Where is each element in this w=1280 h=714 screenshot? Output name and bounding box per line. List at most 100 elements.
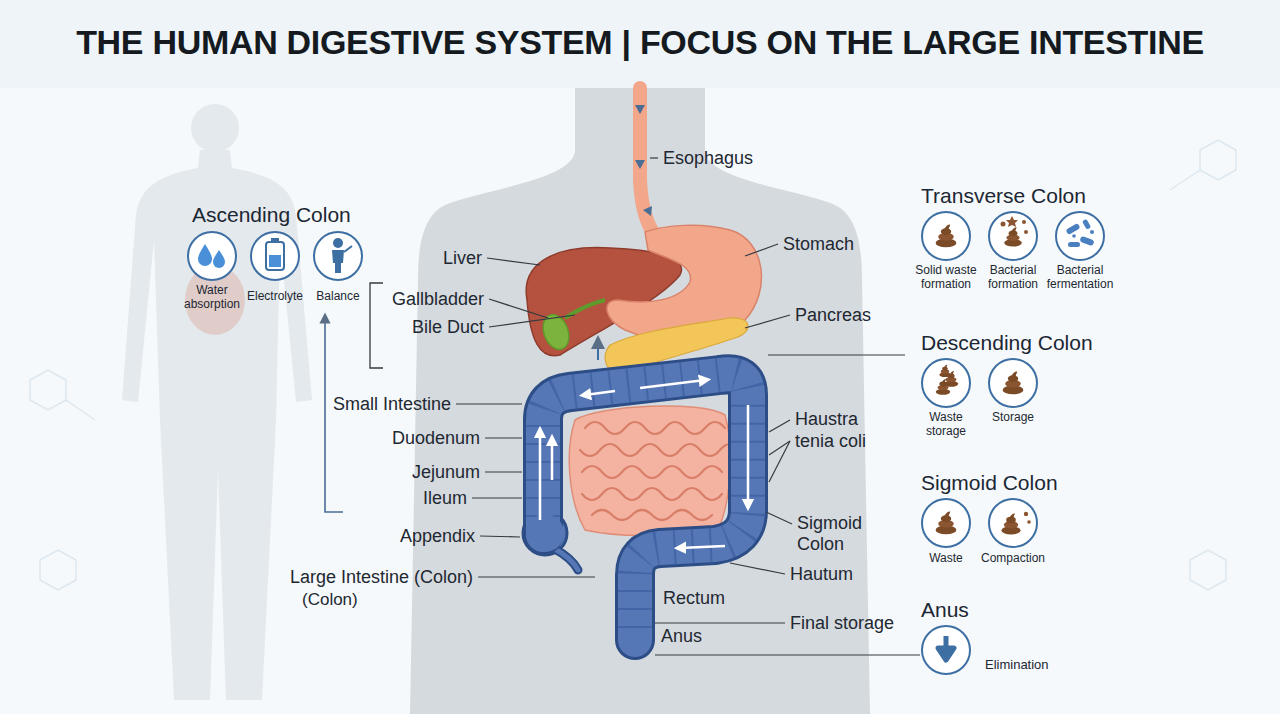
- icon-caption: Solid waste formation: [907, 264, 985, 292]
- icon-caption: Elimination: [985, 658, 1049, 673]
- part-label: Rectum: [663, 588, 725, 609]
- waste-icon: [1004, 227, 1022, 246]
- part-label: (Colon): [302, 590, 358, 610]
- drawing-part: [635, 160, 645, 169]
- ascending-arrow: [325, 318, 343, 512]
- drawing-part: [922, 212, 970, 260]
- part-label: Hautum: [790, 564, 853, 585]
- drawing-part: [543, 374, 748, 640]
- drawing-part: [643, 206, 652, 216]
- part-label: Liver: [443, 248, 482, 269]
- small-intestine: [569, 406, 730, 536]
- drawing-part: [40, 550, 76, 590]
- drawing-part: [1190, 550, 1226, 590]
- drawing-part: [1200, 140, 1236, 180]
- drawing-part: [122, 150, 312, 700]
- drawing-part: [1022, 220, 1026, 224]
- drawing-part: [551, 440, 554, 480]
- drawing-part: [769, 420, 790, 432]
- drawing-part: [650, 157, 658, 158]
- drawing-part: [1079, 236, 1094, 246]
- waste-icon: [1001, 513, 1020, 534]
- drawing-part: [766, 512, 792, 524]
- part-label: Jejunum: [412, 462, 480, 483]
- drawing-part: [489, 315, 575, 327]
- drawing-part: [592, 510, 712, 520]
- drawing-part: [922, 499, 970, 547]
- leader-lines: [456, 158, 920, 655]
- icon-caption: Water absorption: [176, 284, 248, 312]
- drawing-part: [582, 488, 722, 500]
- large-intestine: [523, 374, 748, 640]
- drawing-part: [539, 432, 542, 520]
- drawing-part: [1065, 223, 1080, 235]
- bracket: [370, 283, 383, 368]
- waste-icon: [1003, 372, 1024, 395]
- waste-icon: [936, 512, 957, 535]
- title-bar: [0, 0, 1280, 88]
- drawing-part: [1090, 230, 1094, 234]
- drawing-part: [480, 536, 520, 537]
- drawing-part: [66, 400, 95, 420]
- section-heading: Anus: [921, 598, 969, 622]
- drawing-part: [333, 238, 343, 248]
- drawing-part: [344, 246, 352, 252]
- icon-caption: Compaction: [978, 552, 1048, 566]
- icon-caption: Bacterial formation: [983, 264, 1043, 292]
- part-label: Pancreas: [795, 305, 871, 326]
- flow-arrows: [635, 105, 652, 216]
- battery-icon: [266, 238, 284, 270]
- drawing-part: [582, 466, 722, 478]
- part-label: tenia coli: [795, 431, 866, 452]
- drawing-part: [1068, 242, 1080, 247]
- drawing-part: [271, 238, 279, 242]
- drawing-part: [487, 258, 540, 265]
- drawing-part: [1006, 216, 1018, 227]
- drawing-part: [370, 283, 383, 368]
- drawing-part: [213, 250, 225, 268]
- bacteria-icon: [1001, 216, 1029, 234]
- part-label: Duodenum: [392, 428, 480, 449]
- part-label: Bile Duct: [412, 317, 484, 338]
- drawing-part: [745, 244, 778, 256]
- drawing-part: [553, 548, 578, 570]
- drawing-part: [553, 548, 578, 570]
- bacteria-icon: [1065, 219, 1094, 247]
- icon-circles: [188, 212, 1104, 674]
- drawing-part: [747, 405, 750, 505]
- drawing-part: [485, 471, 522, 472]
- drawing-part: [989, 499, 1037, 547]
- drawing-part: [1024, 512, 1028, 516]
- drawing-part: [198, 244, 212, 266]
- drawing-part: [472, 497, 522, 498]
- drawing-part: [585, 391, 615, 395]
- part-label: Small Intestine: [333, 394, 451, 415]
- drawing-part: [269, 255, 281, 267]
- part-label: Final storage: [790, 613, 894, 634]
- drawing-part: [1082, 219, 1091, 230]
- drawing-part: [640, 380, 705, 388]
- section-heading: Transverse Colon: [921, 184, 1086, 208]
- drawing-part: [478, 576, 595, 577]
- drawing-part: [989, 212, 1037, 260]
- drawing-part: [1024, 230, 1028, 234]
- drawing-part: [456, 403, 522, 404]
- drawing-part: [188, 232, 236, 280]
- part-label: Gallbladder: [392, 289, 484, 310]
- person-icon: [332, 238, 352, 273]
- faded-body-figure: [122, 104, 312, 700]
- waste-icon: [939, 365, 950, 377]
- waste-icon: [936, 225, 957, 248]
- icon-caption: Storage: [983, 411, 1043, 425]
- icon-caption: Balance: [310, 290, 366, 304]
- drawing-part: [989, 359, 1037, 407]
- icon-caption: Electrolyte: [243, 290, 307, 304]
- drawing-part: [768, 354, 905, 355]
- drawing-part: [635, 105, 645, 114]
- icon-caption: Bacterial fermentation: [1041, 264, 1119, 292]
- colon-flow-arrows: [540, 380, 748, 548]
- part-label: Esophagus: [663, 148, 753, 169]
- part-label: Stomach: [783, 234, 854, 255]
- section-heading: Descending Colon: [921, 331, 1093, 355]
